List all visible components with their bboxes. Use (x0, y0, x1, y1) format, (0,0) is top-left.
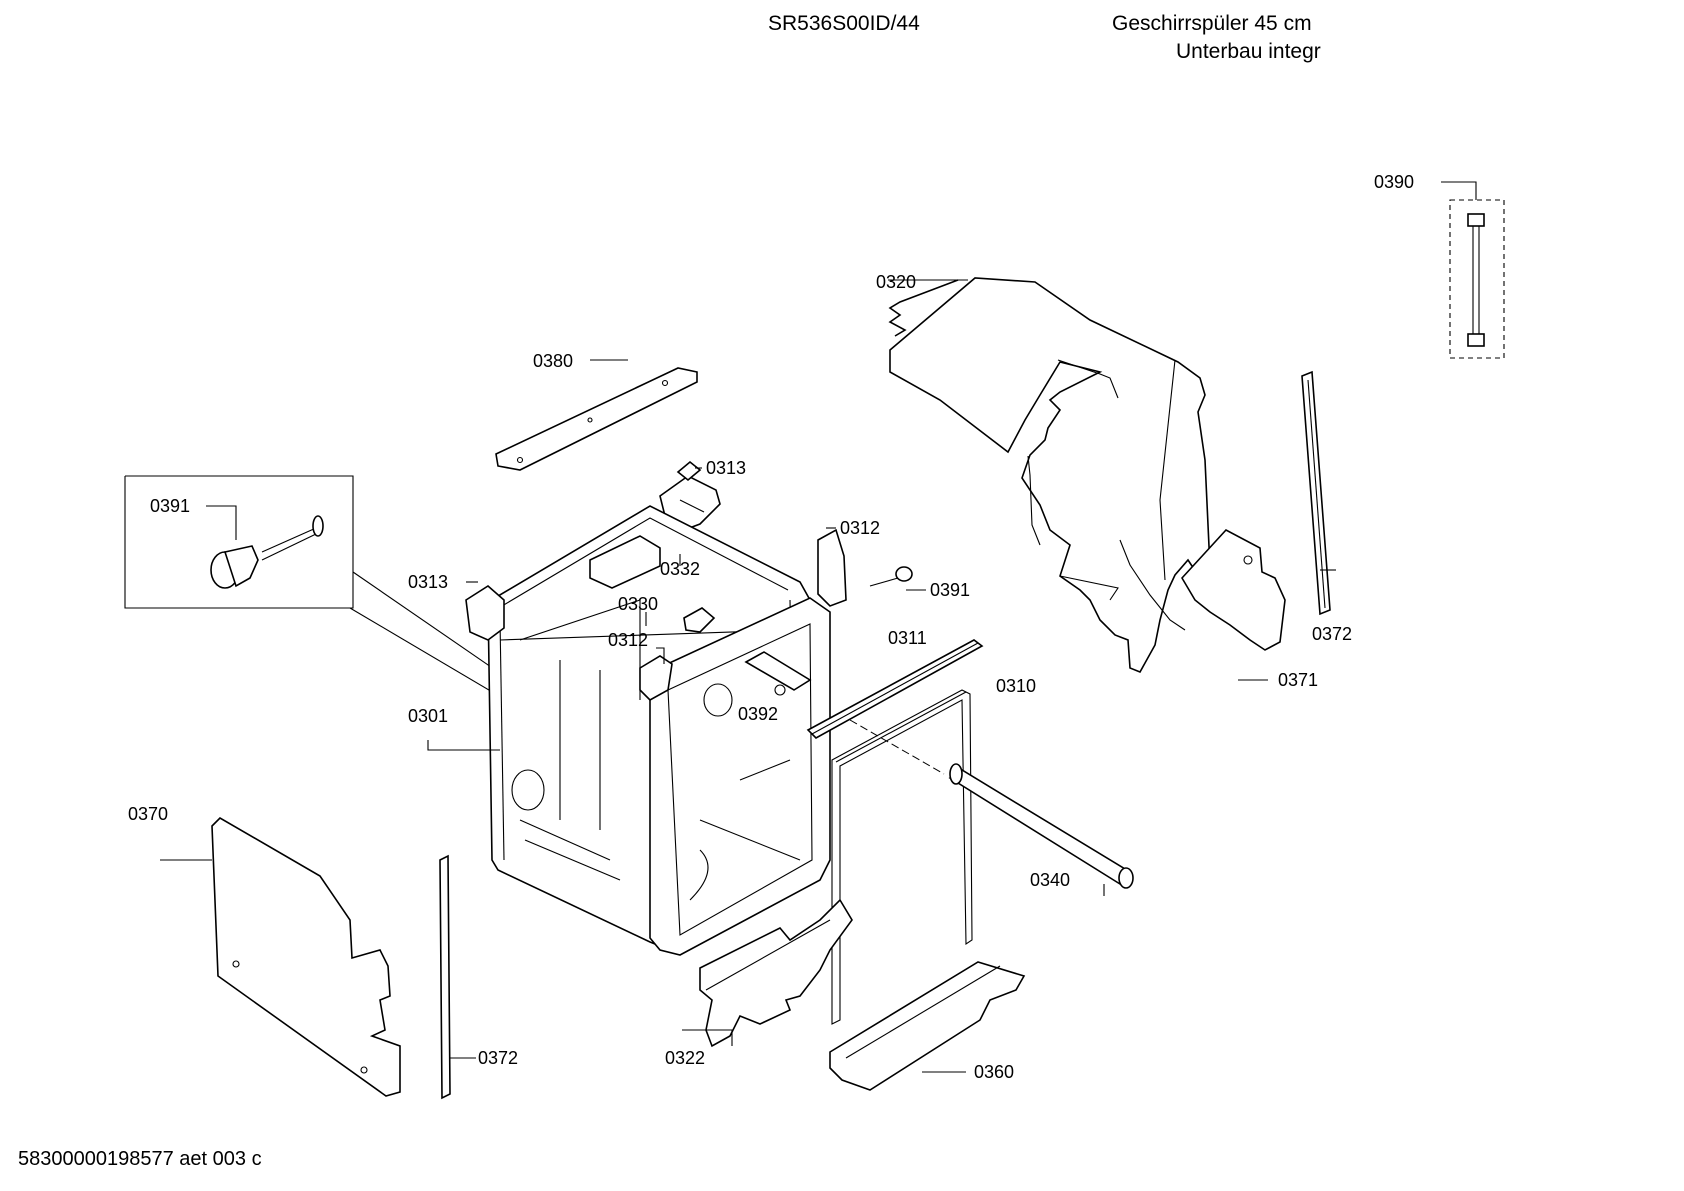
product-description-subtitle: Unterbau integr (1176, 40, 1321, 63)
label-0380: 0380 (533, 351, 573, 371)
part-0320-insulation (888, 277, 1211, 674)
part-0313-top-bracket (659, 460, 721, 531)
label-0370: 0370 (128, 804, 168, 824)
document-id: 58300000198577 aet 003 c (18, 1148, 262, 1170)
label-0340: 0340 (1030, 870, 1070, 890)
part-0390-cable (1441, 181, 1505, 359)
label-0392: 0392 (738, 704, 778, 724)
part-0332-component (589, 535, 681, 589)
part-0380-top-plate (495, 359, 698, 471)
label-0391-inset: 0391 (150, 496, 190, 516)
part-0312-lower-bracket (639, 647, 673, 701)
label-0390: 0390 (1374, 172, 1414, 192)
label-0310: 0310 (996, 676, 1036, 696)
part-0371-side-strip (1181, 529, 1286, 681)
label-0332: 0332 (660, 559, 700, 579)
part-0392-hinge (744, 651, 812, 696)
label-0330: 0330 (618, 594, 658, 614)
part-0312-upper-bracket (817, 527, 847, 607)
part-0360-base-tray (829, 961, 1026, 1091)
part-0313-left-bracket (465, 581, 505, 641)
part-0391-inset (124, 475, 601, 753)
label-0312-upper: 0312 (840, 518, 880, 538)
label-0372-left: 0372 (478, 1048, 518, 1068)
model-number: SR536S00ID/44 (768, 12, 920, 35)
label-0301: 0301 (408, 706, 448, 726)
product-description: Geschirrspüler 45 cm (1112, 12, 1312, 35)
label-0322: 0322 (665, 1048, 705, 1068)
label-0313-top: 0313 (706, 458, 746, 478)
label-0391-right: 0391 (930, 580, 970, 600)
part-0372-left-rail (439, 854, 476, 1100)
part-0322-bottom-insulation (682, 898, 853, 1048)
label-0312-lower: 0312 (608, 630, 648, 650)
part-0391-screw (869, 566, 926, 591)
label-0313-left: 0313 (408, 572, 448, 592)
label-0371: 0371 (1278, 670, 1318, 690)
label-0320: 0320 (876, 272, 916, 292)
label-0372-right: 0372 (1312, 624, 1352, 644)
label-0360: 0360 (974, 1062, 1014, 1082)
part-0330-clip (645, 607, 716, 633)
part-0340-tube (849, 719, 1134, 896)
part-0310-seal (831, 689, 973, 1025)
part-0370-side-panel (160, 816, 401, 1097)
part-0301-tub (427, 505, 831, 956)
part-0311-rail (806, 639, 984, 739)
part-0372-right-rail (1301, 370, 1336, 616)
label-0311: 0311 (888, 628, 927, 648)
